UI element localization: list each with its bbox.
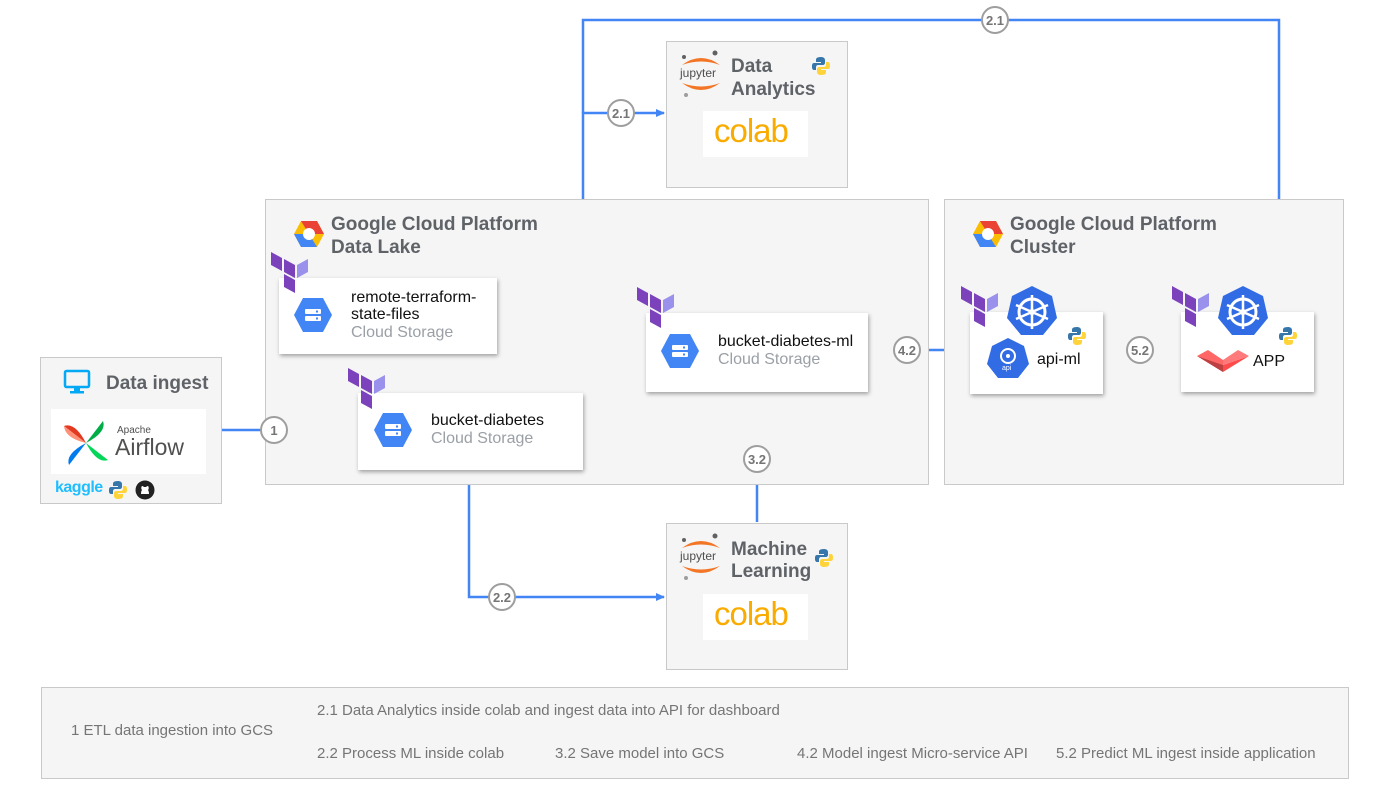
jupyter-icon	[682, 533, 720, 580]
step-badge-3-2: 3.2	[743, 445, 771, 473]
data-ingest-title: Data ingest	[106, 373, 209, 394]
streamlit-icon	[1197, 350, 1249, 372]
python-icon	[109, 481, 127, 499]
terraform-icon	[1172, 286, 1209, 327]
kubernetes-icon	[1007, 286, 1057, 335]
airflow-apache-label: Apache	[117, 425, 151, 436]
legend-step-2-1: 2.1 Data Analytics inside colab and inge…	[317, 702, 780, 719]
bucket-diabetes-ml-type: Cloud Storage	[718, 351, 821, 368]
airflow-pinwheel-icon	[64, 421, 108, 465]
machine-learning-title-line2: Learning	[731, 561, 812, 582]
jupyter-icon	[682, 50, 720, 97]
bucket-diabetes-name: bucket-diabetes	[431, 412, 544, 429]
terraform-icon	[348, 368, 385, 409]
arrow-2-2-ml	[467, 470, 665, 601]
cloud-storage-icon	[294, 298, 332, 332]
python-icon	[812, 57, 830, 75]
jupyter-label: jupyter	[680, 66, 717, 80]
step-badge-1: 1	[260, 416, 288, 444]
data-lake-title-line1: Google Cloud Platform	[331, 214, 538, 235]
github-icon	[135, 480, 155, 500]
python-icon	[815, 549, 833, 567]
step-badge-2-1: 2.1	[607, 99, 635, 127]
data-analytics-title-line2: Analytics	[731, 79, 816, 100]
data-lake-title-line2: Data Lake	[331, 237, 421, 258]
legend-step-4-2: 4.2 Model ingest Micro-service API	[797, 745, 1028, 762]
kaggle-logo: kaggle	[55, 479, 103, 496]
colab-logo: colab	[714, 112, 789, 149]
data-analytics-title-line1: Data	[731, 56, 773, 77]
state-files-bucket-name-line1: remote-terraform-	[351, 289, 477, 306]
colab-logo-box	[703, 594, 808, 640]
api-icon-label: api	[1002, 365, 1012, 372]
monitor-icon	[63, 369, 91, 394]
machine-learning-title-line1: Machine	[731, 539, 808, 560]
gcp-hexagon-icon	[973, 221, 1003, 247]
terraform-icon	[961, 286, 998, 327]
airflow-label: Airflow	[115, 434, 185, 460]
cluster-title-line1: Google Cloud Platform	[1010, 214, 1217, 235]
cluster-title-line2: Cluster	[1010, 237, 1076, 258]
legend-box	[41, 687, 1349, 779]
terraform-icon	[637, 287, 674, 328]
bucket-diabetes-type: Cloud Storage	[431, 430, 534, 447]
step-badge-5-2: 5.2	[1126, 336, 1154, 364]
legend-step-5-2: 5.2 Predict ML ingest inside application	[1056, 745, 1316, 762]
legend-step-2-2: 2.2 Process ML inside colab	[317, 745, 505, 762]
legend-step-3-2: 3.2 Save model into GCS	[555, 745, 725, 762]
airflow-logo-box	[51, 409, 206, 474]
python-icon	[1068, 327, 1086, 345]
state-files-bucket-name-line2: state-files	[351, 306, 420, 323]
arrow-2-1-app	[581, 18, 1283, 312]
kubernetes-icon	[1218, 286, 1268, 335]
colab-logo: colab	[714, 595, 789, 632]
kubernetes-api-icon	[987, 338, 1029, 378]
colab-logo-box	[703, 111, 808, 157]
terraform-icon	[271, 252, 308, 293]
step-badge-2-1-top: 2.1	[981, 6, 1009, 34]
step-badge-2-2: 2.2	[488, 583, 516, 611]
state-files-bucket-type: Cloud Storage	[351, 324, 454, 341]
cloud-storage-icon	[374, 413, 412, 447]
bucket-diabetes-ml-name: bucket-diabetes-ml	[718, 333, 854, 350]
python-icon	[1279, 327, 1297, 345]
api-ml-label: api-ml	[1037, 351, 1081, 368]
app-label: APP	[1253, 353, 1286, 370]
step-badge-4-2: 4.2	[893, 336, 921, 364]
cloud-storage-icon	[661, 334, 699, 368]
gcp-hexagon-icon	[294, 221, 324, 247]
legend-step-1: 1 ETL data ingestion into GCS	[71, 722, 274, 739]
jupyter-label: jupyter	[680, 549, 717, 563]
